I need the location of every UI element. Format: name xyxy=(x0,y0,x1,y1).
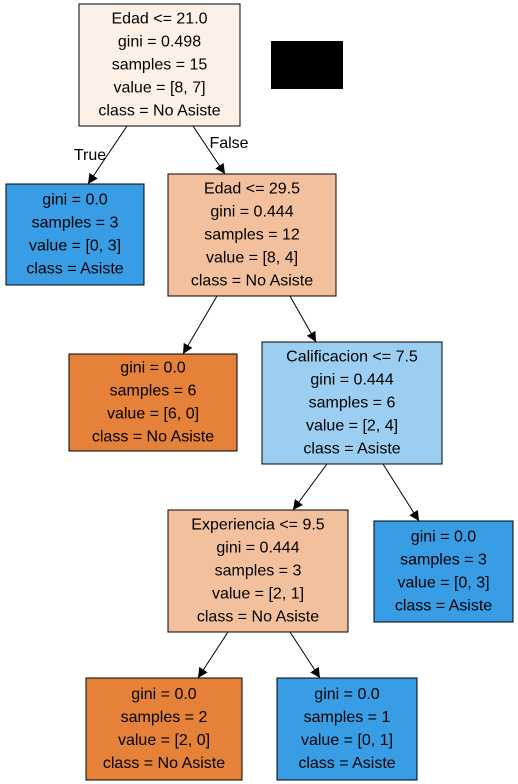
node-text-line: value = [2, 4] xyxy=(306,418,398,435)
node-text-line: samples = 2 xyxy=(121,709,208,726)
node-text-line: gini = 0.444 xyxy=(216,540,299,557)
node-box xyxy=(68,353,238,452)
node-text-line: gini = 0.0 xyxy=(314,686,379,703)
node-text-line: samples = 15 xyxy=(112,57,208,74)
node-text-line: class = Asiste xyxy=(298,755,395,772)
edge-n4-n5 xyxy=(292,463,328,511)
node-text-line: samples = 3 xyxy=(215,563,302,580)
node-text-line: samples = 6 xyxy=(309,395,396,412)
node-text-line: Experiencia <= 9.5 xyxy=(191,517,325,534)
node-text-line: class = Asiste xyxy=(395,598,492,615)
node-box xyxy=(373,520,514,623)
node-text-line: value = [0, 3] xyxy=(397,575,489,592)
nodes-layer: Edad <= 21.0 gini = 0.498 samples = 15 valu… xyxy=(5,3,514,781)
node-box xyxy=(85,677,243,781)
node-text-line: gini = 0.444 xyxy=(310,372,393,389)
node-text-line: class = Asiste xyxy=(303,441,400,458)
node-text-line: Calificacion <= 7.5 xyxy=(286,349,418,366)
node-box xyxy=(276,677,418,781)
edge-n0-n2 xyxy=(192,125,226,175)
node-text-line: class = No Asiste xyxy=(191,273,313,290)
node-text-line: gini = 0.444 xyxy=(210,204,293,221)
node-text-line: samples = 3 xyxy=(400,552,487,569)
edge-n0-n1 xyxy=(87,125,128,185)
node-text-line: value = [2, 0] xyxy=(118,732,210,749)
node-text-line: value = [6, 0] xyxy=(107,406,199,423)
node-text-line: class = No Asiste xyxy=(197,609,319,626)
edge-n5-n7 xyxy=(197,631,229,679)
node-text-line: gini = 0.0 xyxy=(42,192,107,209)
node-text-line: samples = 3 xyxy=(32,215,119,232)
tree-node-n6: gini = 0.0 samples = 3 value = [0, 3] class… xyxy=(373,520,514,623)
node-text-line: Edad <= 29.5 xyxy=(204,181,300,198)
node-text-line: value = [0, 3] xyxy=(29,238,121,255)
node-text-line: class = Asiste xyxy=(26,261,123,278)
node-text-line: gini = 0.0 xyxy=(131,686,196,703)
tree-node-n0: Edad <= 21.0 gini = 0.498 samples = 15 valu… xyxy=(78,3,241,127)
node-box xyxy=(167,509,349,633)
node-text-line: samples = 12 xyxy=(204,227,300,244)
tree-node-n3: gini = 0.0 samples = 6 value = [6, 0] class… xyxy=(68,353,238,452)
node-text-line: samples = 6 xyxy=(110,383,197,400)
node-box xyxy=(78,3,241,127)
edges-layer xyxy=(87,125,420,679)
node-text-line: value = [0, 1] xyxy=(301,732,393,749)
edge-n5-n8 xyxy=(289,631,321,679)
node-box xyxy=(167,173,337,297)
node-box xyxy=(5,183,145,286)
tree-node-n2: Edad <= 29.5 gini = 0.444 samples = 12 valu… xyxy=(167,173,337,297)
node-text-line: class = No Asiste xyxy=(103,755,225,772)
tree-node-n4: Calificacion <= 7.5 gini = 0.444 samples =… xyxy=(261,341,443,465)
redaction-box xyxy=(271,41,343,89)
tree-node-n8: gini = 0.0 samples = 1 value = [0, 1] class… xyxy=(276,677,418,781)
edge-n4-n6 xyxy=(382,463,420,522)
node-text-line: samples = 1 xyxy=(304,709,391,726)
node-text-line: value = [8, 4] xyxy=(206,250,298,267)
node-text-line: class = No Asiste xyxy=(98,103,220,120)
node-text-line: value = [8, 7] xyxy=(113,80,205,97)
tree-node-n1: gini = 0.0 samples = 3 value = [0, 3] class… xyxy=(5,183,145,286)
edge-n2-n4 xyxy=(289,295,317,343)
node-text-line: class = No Asiste xyxy=(92,429,214,446)
tree-node-n7: gini = 0.0 samples = 2 value = [2, 0] class… xyxy=(85,677,243,781)
tree-node-n5: Experiencia <= 9.5 gini = 0.444 samples = … xyxy=(167,509,349,633)
node-box xyxy=(261,341,443,465)
node-text-line: gini = 0.0 xyxy=(120,360,185,377)
false-edge-label: False xyxy=(209,135,248,152)
node-text-line: value = [2, 1] xyxy=(212,586,304,603)
node-text-line: Edad <= 21.0 xyxy=(111,11,207,28)
true-edge-label: True xyxy=(74,147,106,164)
edge-n2-n3 xyxy=(182,295,218,355)
node-text-line: gini = 0.498 xyxy=(118,34,201,51)
node-text-line: gini = 0.0 xyxy=(411,529,476,546)
